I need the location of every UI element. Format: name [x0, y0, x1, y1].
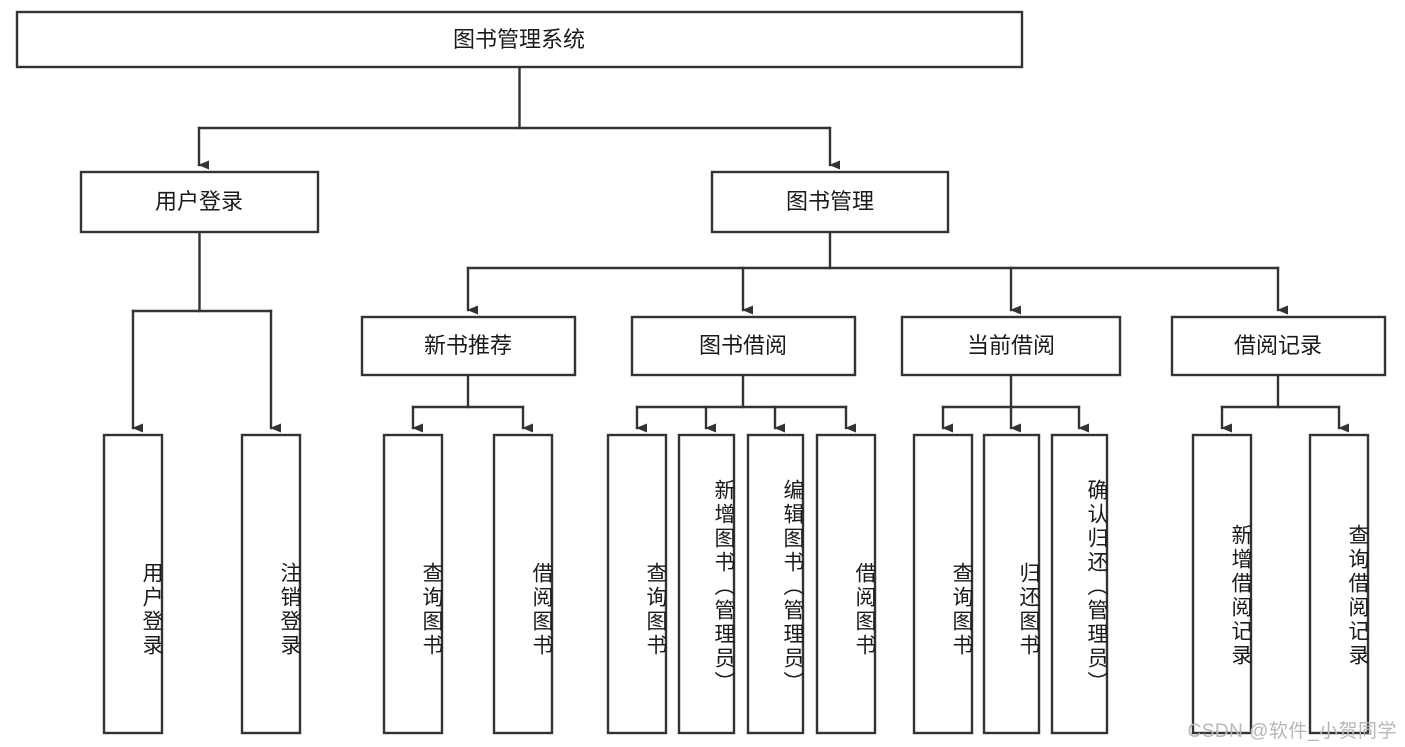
- node-user-login[interactable]: 用户登录: [79, 170, 320, 234]
- leaf-box-user-login-1[interactable]: [102, 433, 164, 735]
- node-book-manage[interactable]: 图书管理: [710, 170, 950, 234]
- node-new-book-recommend[interactable]: 新书推荐: [360, 315, 577, 377]
- node-current-borrow-label: 当前借阅: [967, 333, 1055, 358]
- leaf-box-new-book-2[interactable]: [492, 433, 554, 735]
- leaf-box-current-borrow-2[interactable]: [982, 433, 1041, 735]
- node-borrow-record-label: 借阅记录: [1234, 333, 1322, 358]
- watermark: CSDN @软件_小贺同学: [1187, 721, 1397, 742]
- leaf-box-user-login-2[interactable]: [240, 433, 302, 735]
- leaf-box-book-borrow-1[interactable]: [606, 433, 668, 735]
- node-new-book-recommend-label: 新书推荐: [424, 333, 512, 358]
- leaf-box-book-borrow-3[interactable]: [746, 433, 805, 735]
- leaf-box-borrow-record-2[interactable]: [1308, 433, 1370, 735]
- node-root-label: 图书管理系统: [453, 27, 585, 52]
- leaf-box-borrow-record-1[interactable]: [1191, 433, 1253, 735]
- node-book-manage-label: 图书管理: [786, 189, 874, 214]
- node-book-borrow-label: 图书借阅: [699, 333, 787, 358]
- leaf-box-new-book-1[interactable]: [382, 433, 444, 735]
- node-borrow-record[interactable]: 借阅记录: [1170, 315, 1387, 377]
- node-book-borrow[interactable]: 图书借阅: [630, 315, 857, 377]
- node-root[interactable]: 图书管理系统: [15, 10, 1024, 69]
- node-new-book-recommend-box[interactable]: [360, 315, 577, 377]
- node-current-borrow[interactable]: 当前借阅: [900, 315, 1122, 377]
- leaf-box-book-borrow-2[interactable]: [677, 433, 736, 735]
- leaf-box-current-borrow-3[interactable]: [1050, 433, 1109, 735]
- node-current-borrow-box[interactable]: [900, 315, 1122, 377]
- leaf-box-current-borrow-1[interactable]: [912, 433, 974, 735]
- node-book-borrow-box[interactable]: [630, 315, 857, 377]
- node-book-manage-box[interactable]: [710, 170, 950, 234]
- node-borrow-record-box[interactable]: [1170, 315, 1387, 377]
- leaf-box-book-borrow-4[interactable]: [815, 433, 877, 735]
- node-user-login-label: 用户登录: [155, 189, 243, 214]
- node-root-box[interactable]: [15, 10, 1024, 69]
- node-user-login-box[interactable]: [79, 170, 320, 234]
- edges: [131, 65, 1349, 433]
